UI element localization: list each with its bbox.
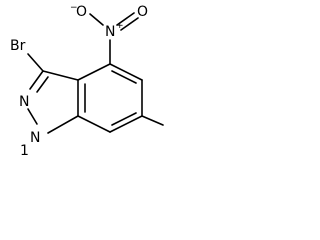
bond-c3a-c3 (42, 70, 79, 81)
nitro-nitrogen-charge: + (116, 21, 124, 31)
nitrogen-2-label: N (19, 94, 29, 110)
hydrogen-1-label: 1 (20, 143, 29, 159)
bond-c3-br (27, 53, 44, 72)
bond-c3a-c4 (77, 63, 111, 81)
nitro-nitrogen-label: N (105, 24, 115, 40)
bond-c6-c7 (109, 115, 143, 133)
bond-nitro-o2-double (120, 17, 139, 31)
bond-n2-n1 (27, 108, 38, 125)
bond-c3-n2-double (36, 76, 49, 93)
bond-nitro-o1 (89, 13, 104, 26)
bond-c7-c7a (77, 115, 111, 133)
bromine-label: Br (10, 38, 26, 54)
nitro-oxygen-1-charge: − (70, 3, 78, 13)
bond-c3-n2 (29, 70, 44, 90)
bond-lines (27, 12, 164, 134)
bond-nitro-o2 (116, 12, 135, 26)
bond-n1-c7a (47, 115, 79, 134)
bond-c4-c5 (109, 63, 143, 81)
bond-c6-c7-inner (111, 112, 137, 126)
nitro-oxygen-2-label: O (137, 4, 148, 20)
nitro-oxygen-1-label: O (76, 4, 87, 20)
bond-c6-methyl (141, 115, 164, 126)
bond-c4-c5-inner (111, 70, 137, 84)
nitrogen-1-label: N (30, 130, 40, 146)
chemical-structure-diagram: Br N N 1 N + O − O (10, 3, 164, 159)
